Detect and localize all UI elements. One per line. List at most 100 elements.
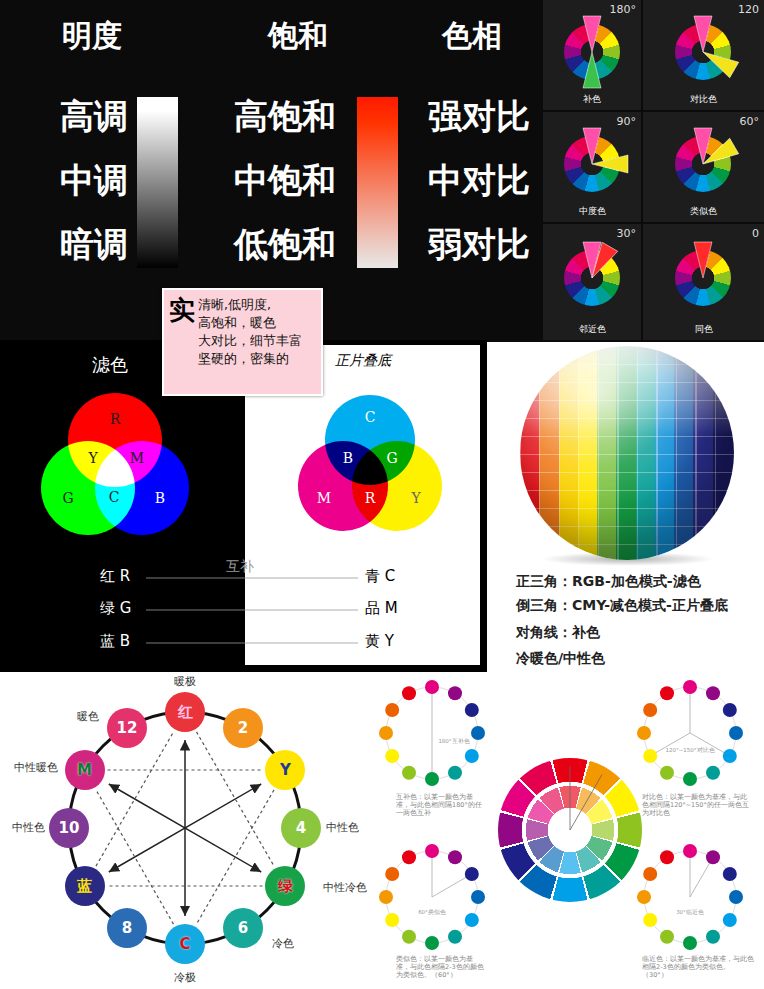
color-sphere — [520, 346, 734, 560]
hue-circle: 6 — [223, 908, 263, 948]
hue-name: 10 — [59, 819, 80, 837]
angle-line — [432, 687, 433, 779]
wedge — [583, 16, 601, 52]
note-line: 冷暖色/中性色 — [516, 650, 605, 667]
hue-name: 8 — [122, 919, 132, 937]
wheel-zone-label: 暖色 — [77, 710, 99, 723]
dotted-connector — [197, 732, 275, 866]
angle-label: 180° — [610, 3, 637, 16]
hue-circle: 红 — [165, 692, 205, 732]
wheel-zone-label: 冷色 — [272, 937, 294, 950]
angle-label: 90° — [617, 115, 637, 128]
dotted-connector — [108, 885, 263, 886]
harmony-name: 同色 — [643, 323, 764, 336]
wheel-caption: 类似色：以某一颜色为基准，与此色相隔2-3色的颜色为类似色。（60°） — [396, 955, 486, 979]
channel-letter: B — [155, 490, 165, 507]
hue-name: 绿 — [278, 877, 293, 896]
arrow-connector — [109, 784, 261, 872]
value-bar — [137, 97, 178, 268]
scale-label: 暗调 — [60, 224, 128, 265]
pair-label: 红 R — [100, 567, 130, 585]
angle-line — [570, 766, 571, 830]
note-box: 实清晰,低明度, 高饱和，暖色 大对比，细节丰富 坚硬的，密集的 — [162, 288, 323, 396]
angle-label: 60° — [740, 115, 760, 128]
dotted-connector — [108, 769, 263, 770]
channel-letter: R — [110, 411, 121, 428]
top-panel — [0, 0, 764, 342]
hue-circle: C — [165, 924, 205, 964]
pair-label: 绿 G — [100, 599, 131, 617]
pair-line — [146, 610, 358, 611]
wheel-caption: 临近色：以某一颜色为基准，与此色相隔2-3色的颜色为类似色。（30°） — [642, 955, 754, 979]
wedges — [694, 128, 739, 172]
hue-circle: 12 — [107, 708, 147, 748]
wedge — [592, 155, 628, 173]
thin-ring — [386, 687, 478, 779]
dotted-connector — [197, 790, 275, 924]
thumb-cell — [643, 224, 764, 340]
scale-label: 高调 — [60, 96, 128, 137]
angle-line — [570, 775, 602, 830]
column-heading: 饱和 — [268, 18, 328, 54]
channel-letter: M — [130, 450, 144, 467]
column-heading: 明度 — [62, 18, 122, 54]
wedge — [583, 128, 601, 164]
harmony-name: 补色 — [543, 93, 641, 106]
yellow-circle — [352, 441, 442, 531]
venn-ground — [20, 382, 210, 542]
pair-label: 黄 Y — [365, 632, 394, 650]
angle-label: 120 — [738, 3, 759, 16]
hue-name: C — [179, 935, 190, 953]
dotted-connector — [96, 790, 174, 924]
scale-label: 强对比 — [428, 96, 530, 137]
hue-name: 2 — [238, 719, 248, 737]
hue-circle: 蓝 — [65, 866, 105, 906]
wedges — [583, 16, 601, 88]
hue-circle: 4 — [281, 808, 321, 848]
channel-letter: Y — [411, 490, 420, 507]
hue-name: 蓝 — [77, 877, 92, 896]
wedge — [584, 242, 618, 282]
wedges — [583, 128, 628, 173]
channel-letter: R — [365, 490, 376, 507]
thumb-cell — [543, 0, 641, 110]
pair-label: 互补 — [226, 558, 254, 575]
note-body: 清晰,低明度, 高饱和，暖色 大对比，细节丰富 坚硬的，密集的 — [198, 296, 314, 369]
thin-ring — [644, 687, 736, 779]
pair-label: 青 C — [365, 567, 395, 585]
hue-name: 4 — [296, 819, 306, 837]
wheel-caption: 互补色：以某一颜色为基准，与此色相间隔180°的任一两色互补 — [396, 793, 486, 817]
channel-letter: Y — [88, 450, 97, 467]
note-heading: 实 — [169, 296, 195, 325]
hue-name: 12 — [117, 719, 138, 737]
venn-ground — [272, 388, 462, 538]
wedge — [694, 16, 712, 52]
thin-ring — [644, 851, 736, 943]
hue-circle: Y — [265, 750, 305, 790]
hue-circle: 8 — [107, 908, 147, 948]
angle-label: 30° — [617, 227, 637, 240]
wheel-zone-label: 中性冷色 — [323, 881, 367, 894]
pair-label: 品 M — [365, 599, 398, 617]
thumb-cell — [543, 224, 641, 340]
dot-ring — [637, 680, 743, 786]
hue-circle: M — [65, 750, 105, 790]
wheel-zone-label: 中性色 — [326, 821, 359, 834]
channel-letter: C — [365, 409, 376, 426]
wheel-zone-label: 暖极 — [174, 675, 196, 688]
note-line: 对角线：补色 — [516, 624, 600, 641]
wheel-caption: 对比色：以某一颜色为基准，与此色相间隔120°~150°的任一两色互为对比色 — [642, 793, 750, 817]
pair-label: 蓝 B — [100, 632, 130, 650]
wedges — [583, 242, 618, 283]
thin-ring — [386, 851, 478, 943]
panel-title: 滤色 — [92, 354, 128, 376]
arrow-connector — [109, 784, 261, 872]
harmony-thumbnail: 90°中度色 — [543, 112, 641, 222]
blue-circle — [95, 441, 189, 535]
channel-letter: C — [109, 489, 120, 506]
thumb-cell — [643, 112, 764, 222]
wheel-caption: 60°类似色 — [418, 909, 446, 916]
hue-name: M — [77, 761, 92, 779]
thumb-cell — [643, 0, 764, 110]
